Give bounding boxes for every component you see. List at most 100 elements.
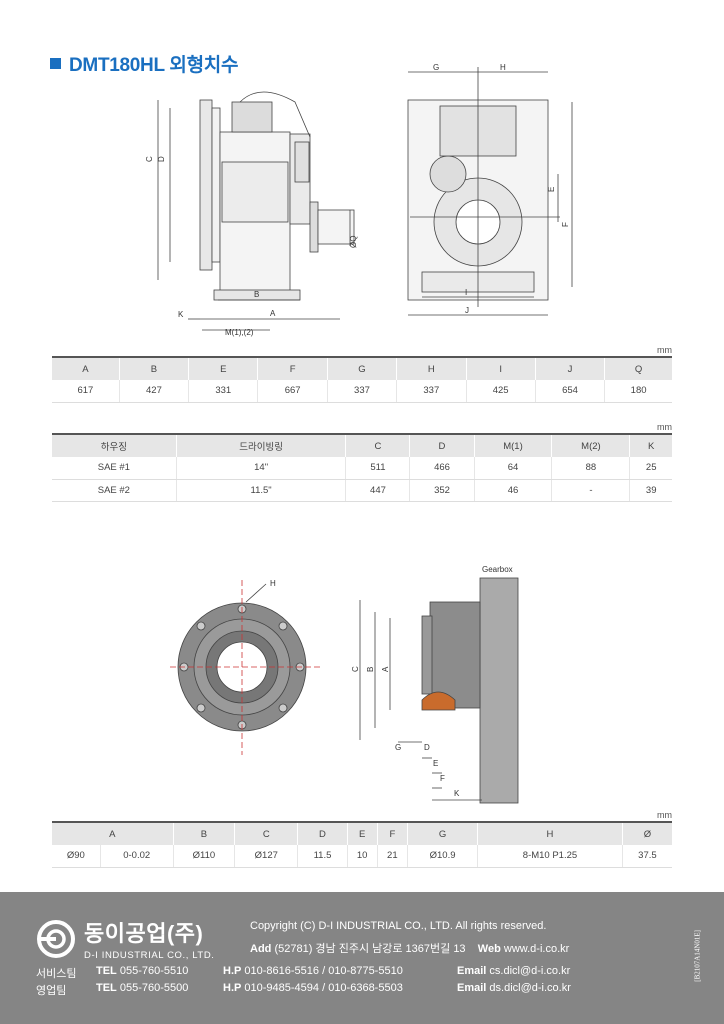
table-header-cell: Q bbox=[604, 356, 672, 380]
service-hp-label: H.P bbox=[223, 965, 242, 977]
footer: 동이공업(주) D-I INDUSTRIAL CO., LTD. Copyrig… bbox=[0, 892, 724, 1024]
table-cell: - bbox=[551, 479, 630, 502]
coupling-flange-drawing: H Gearbox C B A G D E F K bbox=[170, 565, 519, 804]
table-cell: SAE #2 bbox=[52, 479, 177, 502]
table-cell: 352 bbox=[409, 479, 474, 502]
dim-label-b: B bbox=[254, 290, 259, 299]
sec-label-k: K bbox=[454, 789, 460, 798]
sales-hp[interactable]: 010-9485-4594 / 010-6368-5503 bbox=[244, 982, 403, 994]
table-cell: 11.5" bbox=[175, 479, 346, 502]
dim-label-a: A bbox=[270, 309, 276, 318]
table-header-cell: 드라이빙링 bbox=[175, 433, 346, 457]
sec-label-b: B bbox=[366, 667, 375, 672]
company-logo: 동이공업(주) D-I INDUSTRIAL CO., LTD. bbox=[36, 916, 215, 961]
table-cell: 39 bbox=[629, 479, 672, 502]
table-header-cell: A bbox=[52, 821, 174, 845]
web-label: Web bbox=[477, 943, 501, 955]
table-cell: 466 bbox=[409, 457, 474, 480]
table-cell: SAE #1 bbox=[52, 457, 177, 480]
page-title: DMT180HL 외형치수 bbox=[50, 50, 238, 77]
table-cell: 447 bbox=[345, 479, 410, 502]
table-header-cell: F bbox=[376, 821, 408, 845]
table-header-cell: A bbox=[52, 356, 120, 380]
table-cell: Ø10.9 bbox=[406, 845, 478, 868]
web-link[interactable]: www.d-i.co.kr bbox=[503, 943, 570, 955]
table-header-cell: J bbox=[534, 356, 605, 380]
sec-label-g: G bbox=[395, 743, 401, 752]
sec-label-d: D bbox=[424, 743, 430, 752]
service-email[interactable]: cs.dicl@d-i.co.kr bbox=[489, 965, 571, 977]
table-cell: 64 bbox=[473, 457, 552, 480]
dim-label-h: H bbox=[500, 63, 506, 72]
sales-team-label: 영업팀 bbox=[36, 985, 67, 997]
table-header-cell: B bbox=[118, 356, 189, 380]
logo-english: D-I INDUSTRIAL CO., LTD. bbox=[84, 950, 215, 961]
table-cell: 8-M10 P1.25 bbox=[477, 845, 623, 868]
gearbox-label: Gearbox bbox=[482, 565, 513, 574]
service-tel[interactable]: 055-760-5510 bbox=[119, 965, 189, 977]
table-cell: 654 bbox=[534, 380, 605, 403]
table-cell: 511 bbox=[345, 457, 410, 480]
table-header-cell: M(2) bbox=[551, 433, 630, 457]
table-header-cell: F bbox=[257, 356, 328, 380]
dim-label-e: E bbox=[547, 187, 556, 192]
logo-korean: 동이공업(주) bbox=[84, 921, 204, 946]
table-cell: 180 bbox=[604, 380, 672, 403]
table-header-cell: Ø bbox=[621, 821, 672, 845]
sec-label-c: C bbox=[351, 666, 360, 672]
table-cell: 337 bbox=[396, 380, 466, 403]
table-header-cell: B bbox=[172, 821, 235, 845]
table-header-cell: M(1) bbox=[473, 433, 552, 457]
sales-hp-label: H.P bbox=[223, 982, 242, 994]
sales-email-label: Email bbox=[457, 982, 487, 994]
table-cell: Ø110 bbox=[172, 845, 235, 868]
table-header-cell: C bbox=[345, 433, 410, 457]
table-cell: 427 bbox=[118, 380, 189, 403]
table-cell: 331 bbox=[188, 380, 258, 403]
sales-contact-row: 영업팀 TEL 055-760-5500 H.P 010-9485-4594 /… bbox=[36, 982, 571, 998]
service-email-label: Email bbox=[457, 965, 487, 977]
service-tel-label: TEL bbox=[96, 965, 117, 977]
table-cell: 21 bbox=[376, 845, 408, 868]
table-cell: 25 bbox=[629, 457, 672, 480]
table-header-cell: D bbox=[297, 821, 348, 845]
table-header-cell: 하우징 bbox=[52, 433, 177, 457]
gearbox-outline-drawing: C D B A K M(1),(2) ØQ G H E F I J bbox=[145, 63, 573, 337]
table3-unit: mm bbox=[657, 810, 672, 820]
table-cell: 14" bbox=[175, 457, 346, 480]
dim-label-f: F bbox=[561, 222, 570, 227]
table-header-cell: E bbox=[346, 821, 378, 845]
table-cell: 10 bbox=[346, 845, 378, 868]
document-number: [B2107A14N01E] bbox=[694, 930, 702, 982]
di-logo-icon bbox=[37, 919, 75, 958]
dim-label-m: M(1),(2) bbox=[225, 328, 254, 337]
dim-label-k: K bbox=[178, 310, 184, 319]
dim-label-d: D bbox=[157, 156, 166, 162]
title-bullet-icon bbox=[50, 58, 61, 69]
title-text: DMT180HL 외형치수 bbox=[69, 55, 239, 76]
sec-label-f: F bbox=[440, 774, 445, 783]
address-text: (52781) 경남 진주시 남강로 1367번길 13 bbox=[274, 943, 466, 955]
table1-unit: mm bbox=[657, 345, 672, 355]
dim-label-i: I bbox=[465, 288, 467, 297]
table-header-cell: G bbox=[326, 356, 397, 380]
table-cell: 11.5 bbox=[297, 845, 348, 868]
service-hp[interactable]: 010-8616-5516 / 010-8775-5510 bbox=[244, 965, 403, 977]
copyright-text: Copyright (C) D-I INDUSTRIAL CO., LTD. A… bbox=[250, 920, 547, 932]
dim-label-g: G bbox=[433, 63, 439, 72]
table-header-cell: H bbox=[396, 356, 466, 380]
sales-email[interactable]: ds.dicl@d-i.co.kr bbox=[489, 982, 571, 994]
dim-label-j: J bbox=[465, 306, 469, 315]
table-cell: Ø90 bbox=[52, 845, 101, 868]
sales-tel[interactable]: 055-760-5500 bbox=[119, 982, 189, 994]
sec-label-a: A bbox=[381, 666, 390, 672]
table-cell: 0-0.02 bbox=[99, 845, 174, 868]
sec-label-e: E bbox=[433, 759, 438, 768]
table-header-cell: C bbox=[234, 821, 298, 845]
